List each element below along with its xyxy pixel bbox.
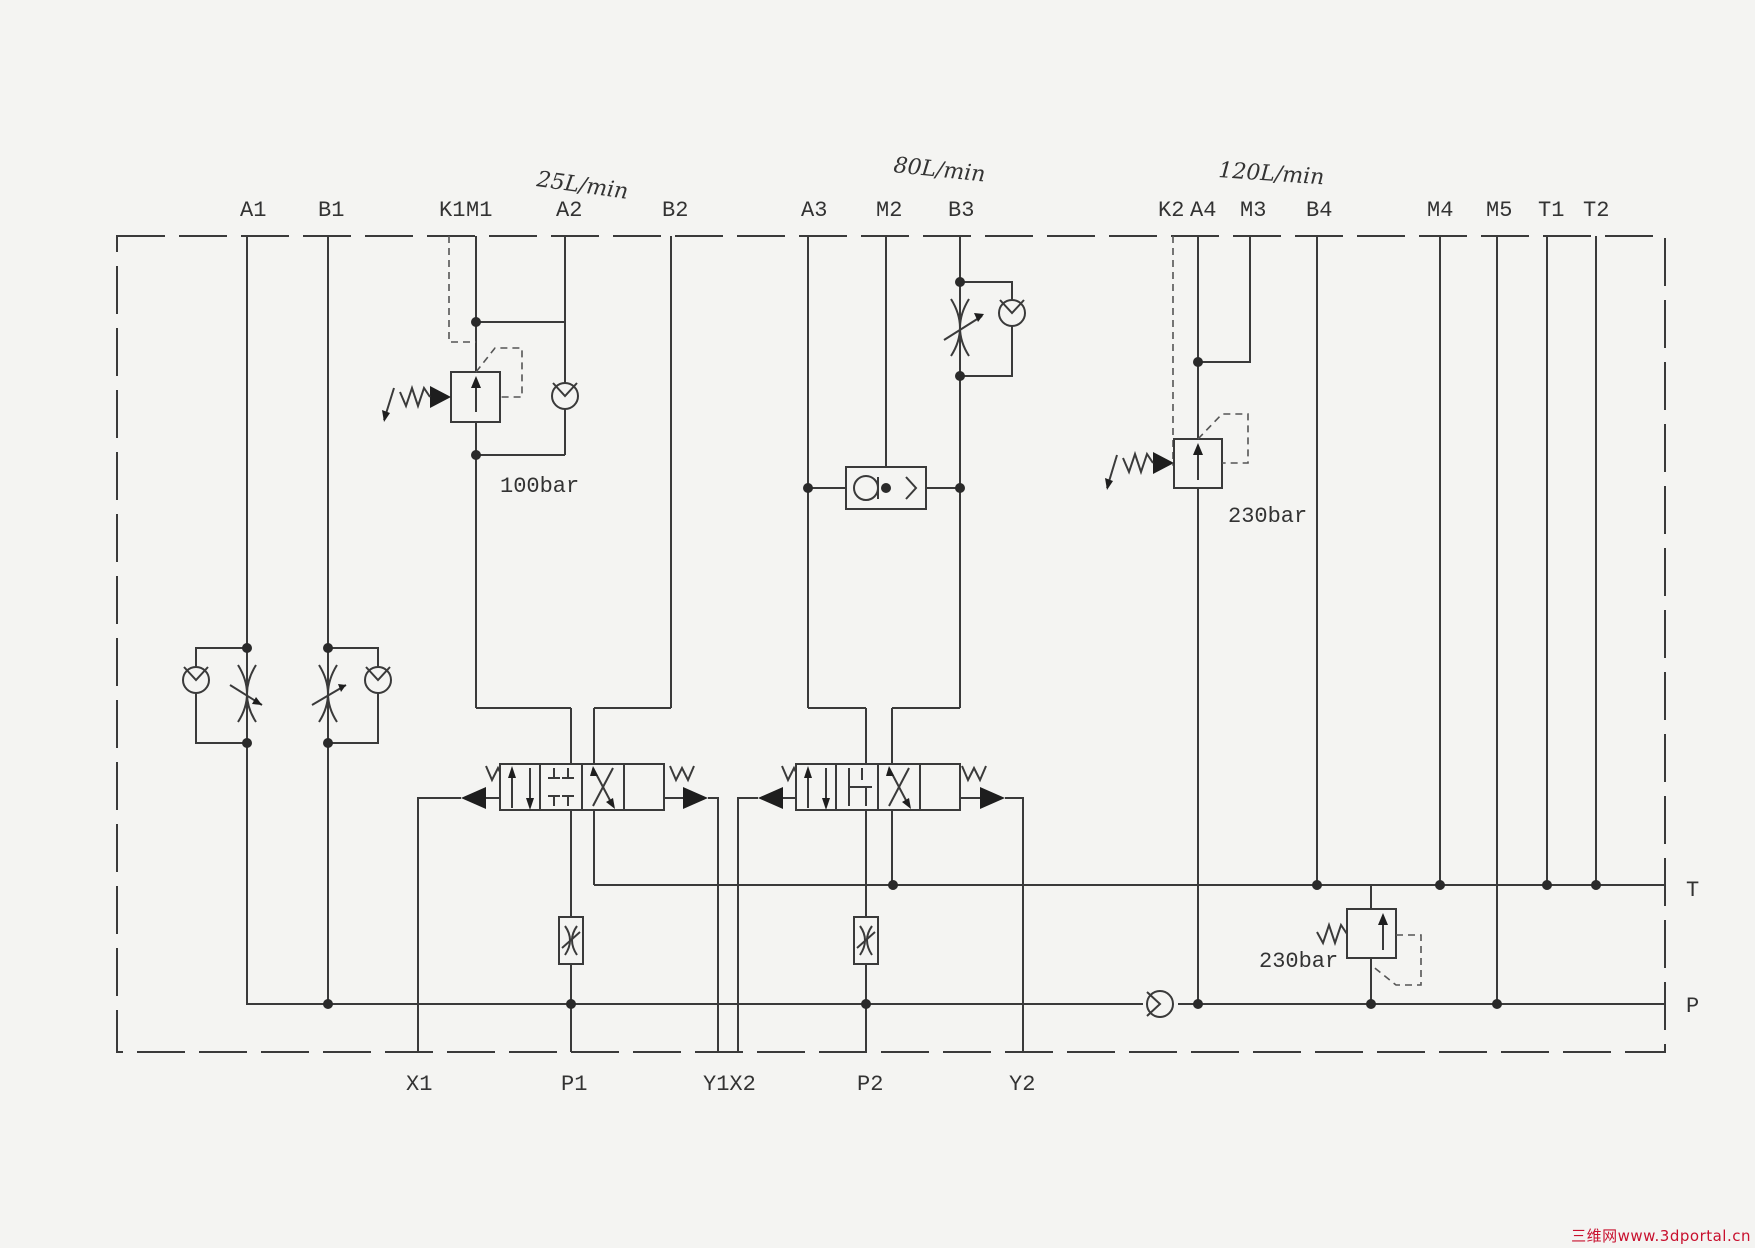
relief-valve-230bar (1316, 885, 1422, 1004)
directional-valve-1 (461, 763, 708, 811)
port-label-k2: K2 (1158, 198, 1184, 223)
port-label-p1: P1 (561, 1072, 587, 1097)
port-label-b2: B2 (662, 198, 688, 223)
port-label-a4: A4 (1190, 198, 1216, 223)
flow-control-valve-b1 (311, 647, 392, 744)
relief-valve-1-setting: 100bar (500, 474, 579, 499)
junction-dots (242, 277, 1601, 1009)
port-label-m4: M4 (1427, 198, 1453, 223)
port-label-a1: A1 (240, 198, 266, 223)
port-label-b1: B1 (318, 198, 344, 223)
throttle-check-valve-b3 (943, 281, 1026, 377)
port-label-m2: M2 (876, 198, 902, 223)
port-label-a3: A3 (801, 198, 827, 223)
manifold-boundary (116, 235, 1666, 1053)
flow-notes: 25L/min 80L/min 120L/min (534, 153, 1325, 205)
pressure-reducing-valve-100bar (382, 347, 579, 423)
flow-note-section-3: 120L/min (1218, 158, 1326, 190)
watermark: 三维网www.3dportal.cn (1571, 1225, 1751, 1246)
port-label-a2: A2 (556, 198, 582, 223)
pilot-lines (448, 236, 1198, 466)
flow-control-valve-a1 (182, 647, 263, 744)
port-label-m1: M1 (466, 198, 492, 223)
check-valve-p-line (1146, 990, 1174, 1018)
relief-valve-3-setting: 230bar (1259, 949, 1338, 974)
port-label-b4: B4 (1306, 198, 1332, 223)
flow-note-section-2: 80L/min (892, 153, 986, 187)
port-label-x1: X1 (406, 1072, 432, 1097)
pressure-reducing-valve-230bar (1105, 413, 1249, 490)
throttle-p2 (853, 916, 879, 965)
top-port-labels: A1 B1 K1 M1 A2 B2 A3 M2 B3 K2 A4 M3 B4 M… (240, 198, 1609, 223)
throttle-p1 (558, 916, 584, 965)
relief-valve-2-setting: 230bar (1228, 504, 1307, 529)
port-label-t1: T1 (1538, 198, 1564, 223)
port-label-p: P (1686, 994, 1699, 1019)
port-label-m3: M3 (1240, 198, 1266, 223)
port-label-y2: Y2 (1009, 1072, 1035, 1097)
port-label-m5: M5 (1486, 198, 1512, 223)
port-label-t2: T2 (1583, 198, 1609, 223)
port-label-p2: P2 (857, 1072, 883, 1097)
port-label-t: T (1686, 878, 1699, 903)
port-label-y1x2: Y1X2 (703, 1072, 756, 1097)
port-label-k1: K1 (439, 198, 465, 223)
main-lines (246, 236, 1665, 1052)
directional-valve-2 (758, 763, 1005, 811)
port-label-b3: B3 (948, 198, 974, 223)
bottom-port-labels: X1 P1 Y1X2 P2 Y2 T P (406, 878, 1699, 1097)
